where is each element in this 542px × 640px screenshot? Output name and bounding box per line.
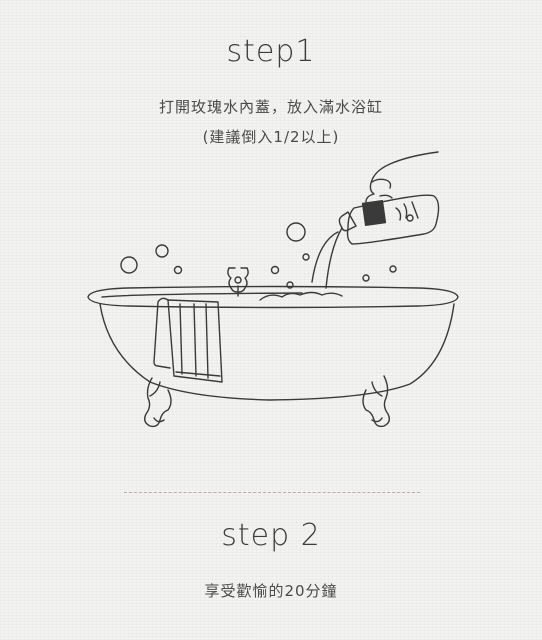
step1-note: (建議倒入1/2以上) xyxy=(202,128,340,146)
towel-icon xyxy=(153,297,223,383)
bathtub-illustration xyxy=(87,151,459,428)
step1-title: step1 xyxy=(226,34,316,69)
hand-pouring-bottle-icon xyxy=(311,151,440,289)
bubble-icon xyxy=(120,222,397,289)
step2-title: step 2 xyxy=(221,518,321,553)
step1-instruction: 打開玫瑰水內蓋，放入滿水浴缸 xyxy=(158,98,383,116)
section-divider xyxy=(124,492,420,493)
step2-instruction: 享受歡愉的20分鐘 xyxy=(204,582,338,600)
faucet-icon xyxy=(227,267,249,297)
